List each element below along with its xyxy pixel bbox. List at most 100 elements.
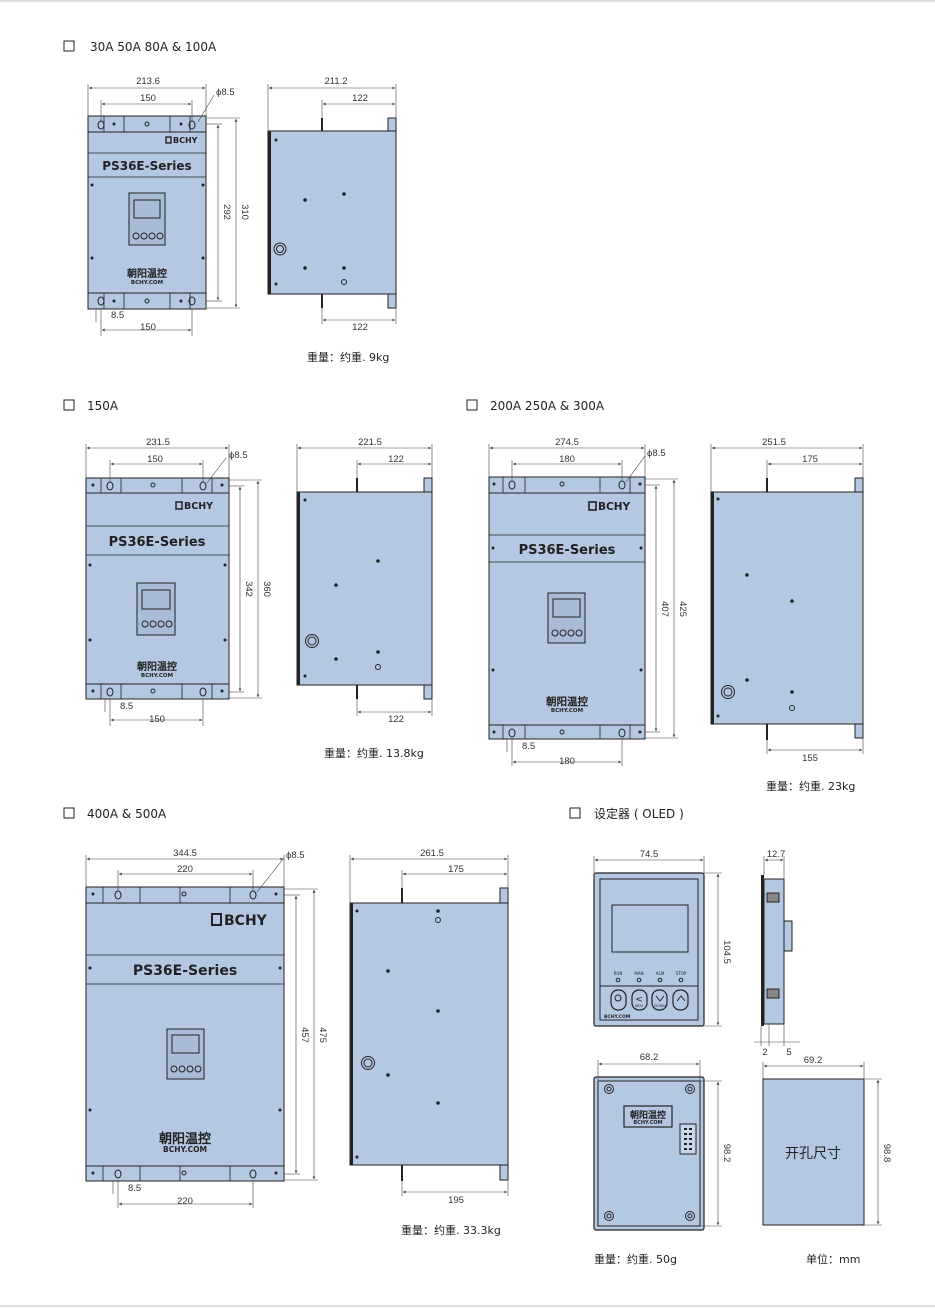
oled-back-dimensions: 68.2 98.2	[597, 1052, 732, 1227]
svg-text:122: 122	[388, 714, 404, 725]
label-plate	[623, 1105, 673, 1128]
svg-text:RUN: RUN	[614, 971, 623, 976]
checkbox-icon	[63, 40, 75, 52]
svg-text:360: 360	[261, 581, 272, 597]
display-panel	[166, 1028, 205, 1080]
panel-cutout-dimensions: 69.2 98.8	[762, 1055, 892, 1226]
unit4-side-dimensions: 261.5 175 195	[349, 848, 509, 1206]
svg-text:BCHY.COM: BCHY.COM	[604, 1014, 631, 1020]
svg-text:ϕ8.5: ϕ8.5	[216, 87, 235, 98]
svg-text:104.5: 104.5	[721, 940, 732, 964]
oled-side-view	[761, 875, 793, 1026]
svg-text:195: 195	[448, 1195, 464, 1206]
svg-text:175: 175	[802, 454, 818, 465]
svg-text:BCHY.COM: BCHY.COM	[633, 1120, 662, 1126]
unit-label: 单位：mm	[806, 1252, 860, 1266]
svg-text:朝阳温控: 朝阳温控	[546, 695, 588, 708]
svg-text:68.2: 68.2	[640, 1052, 659, 1063]
svg-text:ALM: ALM	[656, 971, 665, 976]
checkbox-icon	[63, 807, 75, 819]
unit4-side-view	[349, 887, 509, 1181]
chevron-down-icon	[655, 995, 665, 1002]
svg-text:PS36E-Series: PS36E-Series	[133, 963, 237, 979]
svg-text:74.5: 74.5	[640, 849, 659, 860]
svg-text:200A 250A & 300A: 200A 250A & 300A	[490, 399, 605, 413]
svg-text:BCHY: BCHY	[173, 136, 198, 145]
svg-text:朝阳温控: 朝阳温控	[127, 267, 167, 280]
section-header-5: 设定器 ( OLED )	[569, 806, 684, 821]
svg-text:400A & 500A: 400A & 500A	[87, 807, 167, 821]
unit3-side-view	[710, 477, 864, 740]
weight-label-4: 重量：约重. 33.3kg	[401, 1223, 501, 1237]
svg-text:211.2: 211.2	[324, 76, 347, 87]
svg-text:407: 407	[659, 601, 670, 617]
brand-logo-icon	[588, 501, 597, 511]
svg-text:98.8: 98.8	[881, 1144, 892, 1163]
svg-text:BCHY: BCHY	[224, 913, 268, 929]
svg-text:ϕ8.5: ϕ8.5	[286, 850, 305, 861]
svg-text:8.5: 8.5	[120, 701, 133, 712]
svg-text:5: 5	[786, 1047, 791, 1058]
svg-text:12.7: 12.7	[767, 849, 786, 860]
section-header-1: 30A 50A 80A & 100A	[63, 40, 217, 54]
svg-text:朝阳温控: 朝阳温控	[159, 1131, 211, 1147]
svg-text:180: 180	[559, 756, 575, 767]
svg-text:213.6: 213.6	[136, 76, 160, 87]
svg-text:220: 220	[177, 864, 193, 875]
svg-text:BCHY: BCHY	[598, 501, 630, 513]
unit3-front-view: BCHY PS36E-Series 朝阳温控 BCHY.COM	[488, 476, 646, 740]
svg-text:425: 425	[677, 601, 688, 617]
weight-label-5: 重量：约重. 50g	[594, 1252, 677, 1266]
section-header-4: 400A & 500A	[63, 807, 167, 821]
svg-text:98.2: 98.2	[721, 1144, 732, 1163]
brand-logo-icon	[165, 136, 172, 144]
svg-text:310: 310	[239, 204, 250, 220]
svg-text:150A: 150A	[87, 399, 119, 413]
unit4-front-dimensions: 344.5 220 ϕ8.5 457 475 8.5 220	[85, 848, 328, 1208]
svg-text:30A 50A 80A & 100A: 30A 50A 80A & 100A	[90, 40, 217, 54]
chevron-left-icon: <	[635, 995, 643, 1005]
svg-text:8.5: 8.5	[128, 1183, 141, 1194]
brand-logo-icon	[175, 501, 183, 510]
svg-text:342: 342	[243, 581, 254, 597]
svg-text:155: 155	[802, 753, 818, 764]
svg-text:MOV: MOV	[635, 1004, 644, 1008]
svg-text:设定器 ( OLED ): 设定器 ( OLED )	[594, 806, 684, 821]
svg-text:BCHY: BCHY	[184, 501, 213, 512]
svg-text:122: 122	[388, 454, 404, 465]
svg-text:开孔尺寸: 开孔尺寸	[785, 1146, 841, 1162]
svg-text:344.5: 344.5	[173, 848, 197, 859]
svg-text:2: 2	[762, 1047, 767, 1058]
display-panel	[547, 592, 586, 644]
svg-text:ϕ8.5: ϕ8.5	[229, 450, 248, 461]
unit3-side-dimensions: 251.5 175 155	[710, 437, 864, 764]
svg-text:DOWN: DOWN	[654, 1004, 666, 1008]
svg-text:292: 292	[221, 204, 232, 220]
panel-cutout-view: 开孔尺寸	[762, 1078, 865, 1226]
svg-text:朝阳温控: 朝阳温控	[630, 1109, 666, 1121]
oled-front-dimensions: 74.5 104.5	[593, 849, 732, 1027]
oled-back-view: 朝阳温控 BCHY.COM	[593, 1076, 705, 1231]
svg-text:220: 220	[177, 1196, 193, 1207]
svg-text:BCHY.COM: BCHY.COM	[163, 1145, 207, 1154]
svg-text:8.5: 8.5	[522, 741, 535, 752]
chevron-up-icon	[676, 995, 686, 1002]
svg-text:261.5: 261.5	[420, 848, 444, 859]
svg-text:ϕ8.5: ϕ8.5	[647, 448, 666, 459]
unit3-front-dimensions: 274.5 180 ϕ8.5 407 425 8.5 180	[488, 437, 688, 767]
unit1-side-dimensions: 211.2 122 122	[267, 76, 397, 333]
set-icon	[614, 994, 622, 1002]
svg-text:180: 180	[559, 454, 575, 465]
unit2-side-dimensions: 221.5 122 122	[296, 437, 433, 725]
unit1-side-view	[267, 117, 397, 309]
oled-side-dimensions: 12.7 2 5	[754, 849, 800, 1058]
svg-text:朝阳温控: 朝阳温控	[137, 660, 177, 673]
unit1-front-dimensions: 213.6 150 ϕ8.5 292 310 8.5 150	[87, 76, 250, 336]
svg-text:274.5: 274.5	[555, 437, 579, 448]
checkbox-icon	[569, 807, 581, 819]
svg-text:251.5: 251.5	[762, 437, 786, 448]
svg-text:STOP: STOP	[676, 971, 687, 976]
svg-text:BCHY.COM: BCHY.COM	[131, 280, 163, 286]
svg-text:PS36E-Series: PS36E-Series	[109, 535, 206, 550]
